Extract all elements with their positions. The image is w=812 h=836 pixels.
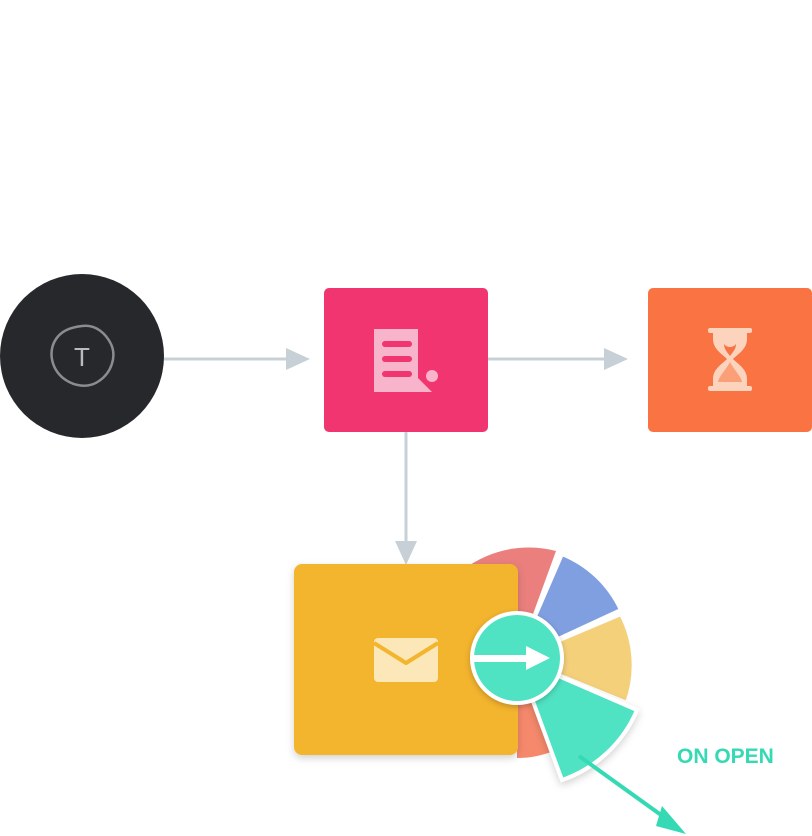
email-step-node[interactable] bbox=[294, 564, 518, 755]
branch-arrowhead bbox=[656, 806, 686, 834]
trigger-node[interactable]: T bbox=[0, 274, 164, 438]
report-step-node[interactable] bbox=[324, 288, 488, 432]
radial-segment-yellow[interactable] bbox=[511, 611, 636, 706]
arrowhead bbox=[395, 541, 417, 565]
arrowhead bbox=[286, 348, 310, 370]
wait-step-node[interactable] bbox=[648, 288, 812, 432]
trigger-badge-icon: T bbox=[50, 324, 115, 387]
envelope-icon bbox=[372, 638, 440, 682]
hourglass-icon bbox=[708, 328, 752, 391]
arrow-right-icon bbox=[472, 646, 550, 670]
branch-label: ON OPEN bbox=[677, 745, 774, 768]
connector-trigger-to-report bbox=[163, 348, 310, 370]
branch-on-open bbox=[577, 754, 686, 834]
connector-report-to-wait bbox=[488, 348, 628, 370]
arrowhead bbox=[604, 348, 628, 370]
radial-menu-hub[interactable] bbox=[470, 611, 564, 705]
trigger-badge-letter: T bbox=[74, 342, 90, 372]
document-list-icon bbox=[374, 329, 438, 392]
connector-report-to-email bbox=[395, 432, 417, 565]
